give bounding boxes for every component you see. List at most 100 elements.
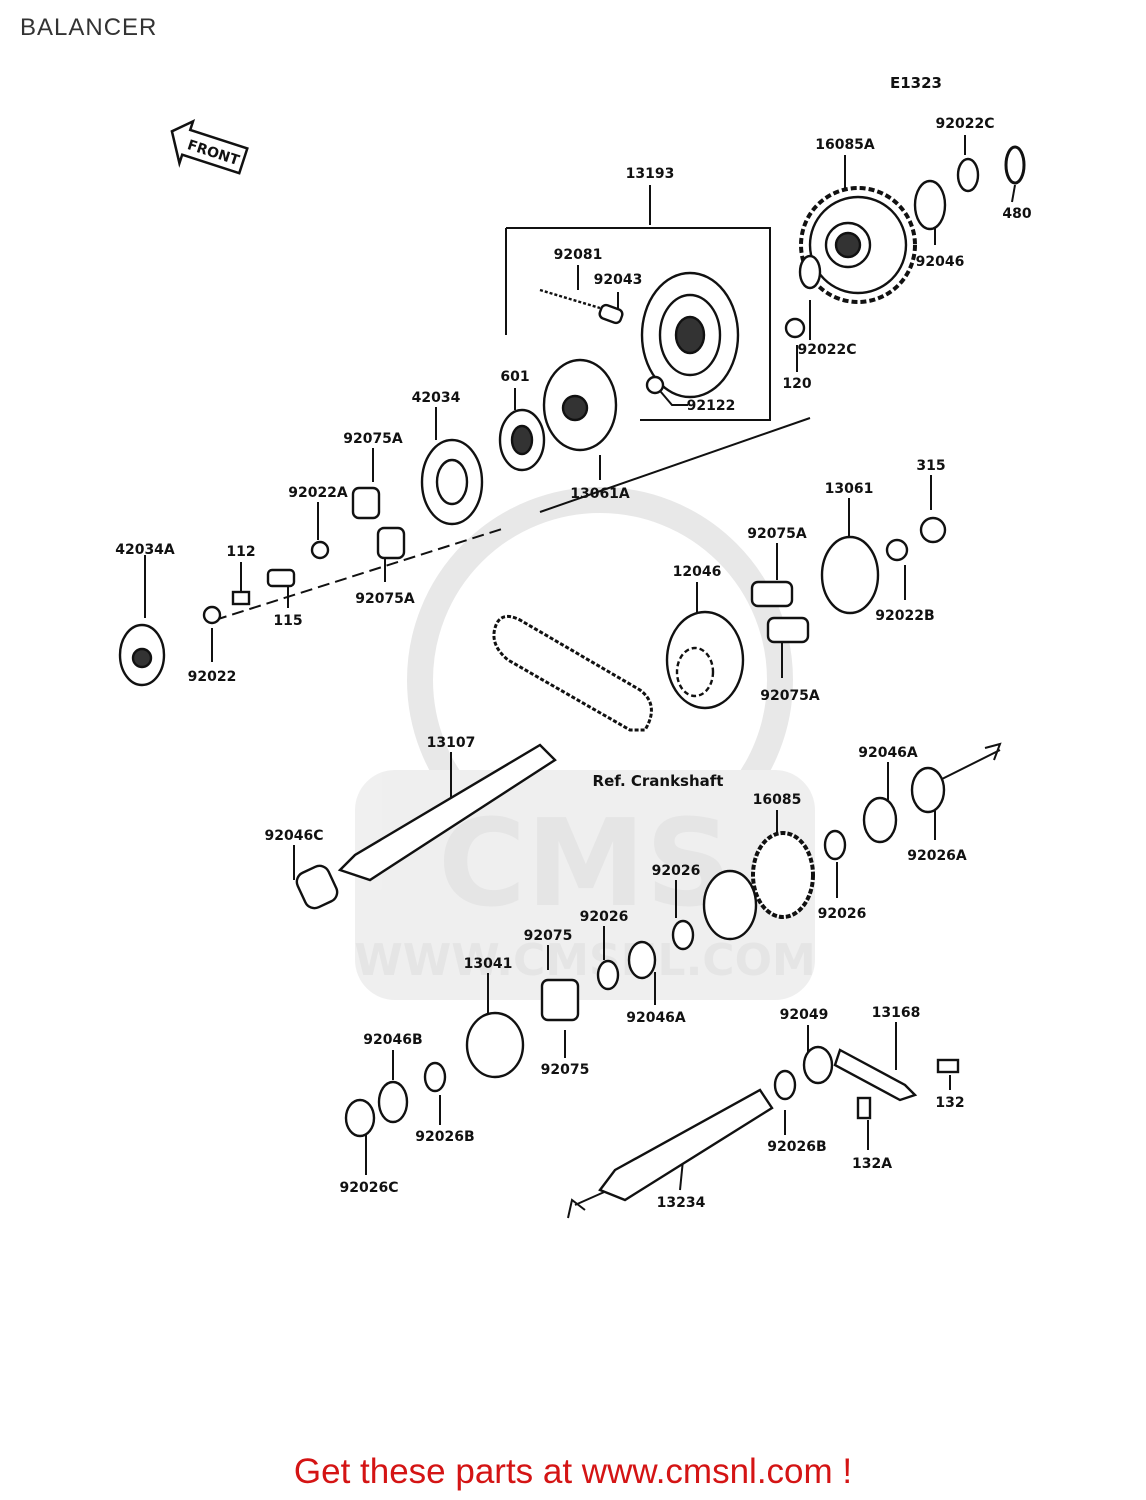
bearing-92046b <box>377 1080 409 1124</box>
chain <box>492 614 653 732</box>
seal-92026a <box>910 766 946 814</box>
label-92081: 92081 <box>554 247 603 263</box>
label-13061a: 13061A <box>570 486 630 502</box>
front-arrow: FRONT <box>170 118 249 175</box>
flange-13061a <box>542 358 618 452</box>
shaft-13234 <box>598 1088 774 1202</box>
bearing-92046a-top <box>862 796 898 844</box>
damper-92075a-3 <box>750 580 794 608</box>
bearing-92046-top <box>913 179 947 231</box>
ring-92022c-mid <box>798 254 822 290</box>
label-92075a-4: 92075A <box>760 688 820 704</box>
watermark: CMS WWW.CMSNL.COM <box>354 487 816 1000</box>
washer-92022 <box>202 605 222 625</box>
watermark-url: WWW.CMSNL.COM <box>354 935 816 986</box>
sprocket-16085a <box>799 186 917 304</box>
label-92026c: 92026C <box>340 1180 399 1196</box>
hub-42034 <box>420 438 484 526</box>
washer-92026c <box>344 1098 376 1138</box>
label-92022b: 92022B <box>875 608 934 624</box>
label-92046c: 92046C <box>265 828 324 844</box>
label-92022a: 92022A <box>288 485 348 501</box>
washer-92026b-a <box>423 1061 447 1093</box>
label-92122: 92122 <box>687 398 736 414</box>
damper-92075a-1 <box>351 486 381 520</box>
page-title: BALANCER <box>20 14 158 41</box>
label-92026-b: 92026 <box>818 906 867 922</box>
footer-promo-text: Get these parts at www.cmsnl.com ! <box>293 1452 853 1491</box>
label-92046a-top: 92046A <box>858 745 918 761</box>
hub-13061 <box>820 535 880 615</box>
label-92075-a: 92075 <box>524 928 573 944</box>
nut-315 <box>919 516 947 544</box>
pin-92043 <box>598 303 624 325</box>
label-92049: 92049 <box>780 1007 829 1023</box>
label-480: 480 <box>1002 206 1031 222</box>
circlip-480 <box>1004 145 1026 185</box>
label-13041: 13041 <box>464 956 513 972</box>
washer-92026-a <box>823 829 847 861</box>
sprocket-12046 <box>665 610 745 710</box>
spring-92081 <box>539 288 601 310</box>
label-42034a: 42034A <box>115 542 175 558</box>
label-92022c-top: 92022C <box>936 116 995 132</box>
label-92046b: 92046B <box>363 1032 422 1048</box>
label-601: 601 <box>500 369 529 385</box>
cover-42034a <box>118 623 166 687</box>
label-92026b-a: 92026B <box>415 1129 474 1145</box>
bolt-115 <box>266 568 296 588</box>
label-92075-b: 92075 <box>541 1062 590 1078</box>
label-13061: 13061 <box>825 481 874 497</box>
label-92022c-mid: 92022C <box>798 342 857 358</box>
label-92046a-bot: 92046A <box>626 1010 686 1026</box>
label-120: 120 <box>782 376 811 392</box>
label-92075a-1: 92075A <box>343 431 403 447</box>
label-315: 315 <box>916 458 945 474</box>
label-13168: 13168 <box>872 1005 921 1021</box>
label-92026a: 92026A <box>907 848 967 864</box>
damper-92075a-4 <box>766 616 810 644</box>
bolt-132a <box>856 1096 872 1120</box>
label-92075a-3: 92075A <box>355 591 415 607</box>
shaft-13107 <box>295 743 557 910</box>
diagram-code: E1323 <box>890 74 942 92</box>
label-115: 115 <box>273 613 302 629</box>
damper-92075 <box>540 978 580 1022</box>
label-13107: 13107 <box>427 735 476 751</box>
washer-92026b-b <box>773 1069 797 1101</box>
bolt-132 <box>936 1058 960 1074</box>
label-12046: 12046 <box>673 564 722 580</box>
washer-92022b <box>885 538 909 562</box>
washer-92026-b <box>671 919 695 951</box>
label-13234: 13234 <box>657 1195 706 1211</box>
damper-92075a-2 <box>376 526 406 560</box>
label-92043: 92043 <box>594 272 643 288</box>
lever-13168 <box>833 1048 918 1102</box>
hub-13041 <box>465 1011 525 1079</box>
label-112: 112 <box>226 544 255 560</box>
label-92026-c: 92026 <box>580 909 629 925</box>
label-132: 132 <box>935 1095 964 1111</box>
label-16085a: 16085A <box>815 137 875 153</box>
seal-92049 <box>802 1045 834 1085</box>
label-16085: 16085 <box>753 792 802 808</box>
screw-112 <box>231 590 251 606</box>
bolt-120 <box>784 317 806 339</box>
label-92026b-b: 92026B <box>767 1139 826 1155</box>
label-132a: 132A <box>852 1156 892 1172</box>
washer-92022a <box>310 540 330 560</box>
exploded-parts-diagram: CMS WWW.CMSNL.COM <box>115 74 1032 1219</box>
bearing-92046a-bot <box>627 940 657 980</box>
label-42034: 42034 <box>412 390 461 406</box>
ref-crankshaft-label: Ref. Crankshaft <box>593 772 724 790</box>
watermark-brand: CMS <box>438 795 732 934</box>
ring-92022c-top <box>956 157 980 193</box>
gear-16085 <box>702 831 815 941</box>
hub-13193 <box>640 271 740 399</box>
label-13193: 13193 <box>626 166 675 182</box>
damper-92122 <box>645 375 665 395</box>
label-92022: 92022 <box>188 669 237 685</box>
washer-92026-c <box>596 959 620 991</box>
label-92075a-2: 92075A <box>747 526 807 542</box>
label-92026-a: 92026 <box>652 863 701 879</box>
